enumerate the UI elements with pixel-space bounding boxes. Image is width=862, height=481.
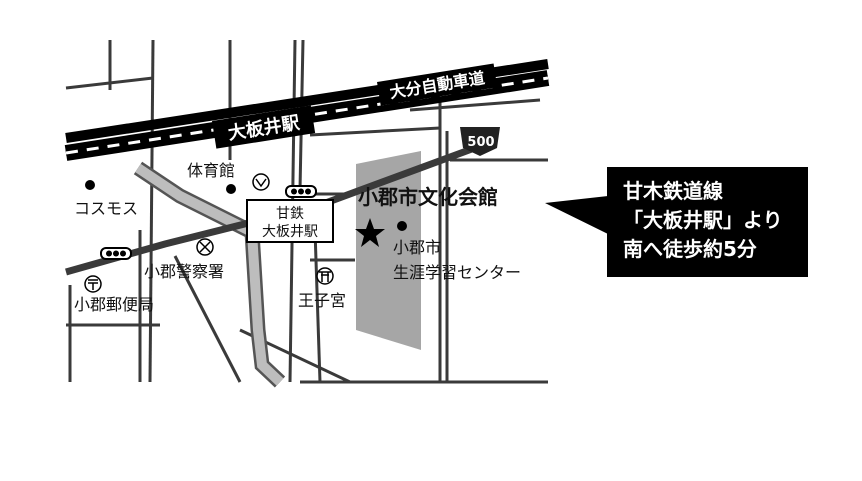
callout-line1: 甘木鉄道線 (623, 179, 723, 203)
gym-label: 体育館 (187, 161, 235, 180)
access-callout: 甘木鉄道線 「大板井駅」より 南へ徒歩約5分 (607, 167, 808, 277)
callout-line2: 「大板井駅」より (623, 208, 783, 232)
center-marker (397, 221, 407, 231)
center-label-line2: 生涯学習センター (393, 263, 521, 282)
lifelong-learning-center-grounds (356, 151, 421, 350)
police-label: 小郡警察署 (144, 262, 224, 281)
station-box-line1: 甘鉄 (276, 206, 304, 222)
route-number: 500 (467, 135, 494, 150)
cosmos-marker (85, 180, 95, 190)
railway-station-plate: 大板井駅 (212, 105, 316, 149)
destination-star-icon (355, 218, 385, 247)
traffic-light-icon (100, 247, 132, 260)
shrine-label: 王子宮 (298, 291, 346, 310)
shrine-icon (316, 267, 334, 285)
gym-marker (226, 184, 236, 194)
center-label-line1: 小郡市 (393, 238, 441, 257)
amatetsu-station-box: 甘鉄 大板井駅 (246, 199, 334, 243)
destination-label: 小郡市文化会館 (358, 185, 498, 209)
callout-pointer (545, 196, 608, 234)
post-office-label: 小郡郵便局 (74, 295, 154, 314)
route-500-marker: 500 (460, 127, 500, 156)
school-icon (252, 173, 270, 191)
cosmos-label: コスモス (74, 199, 138, 218)
post-office-icon (84, 275, 102, 293)
callout-line3: 南へ徒歩約5分 (623, 237, 757, 261)
station-box-line2: 大板井駅 (262, 224, 318, 240)
traffic-light-icon (285, 185, 317, 198)
police-icon (196, 238, 214, 256)
